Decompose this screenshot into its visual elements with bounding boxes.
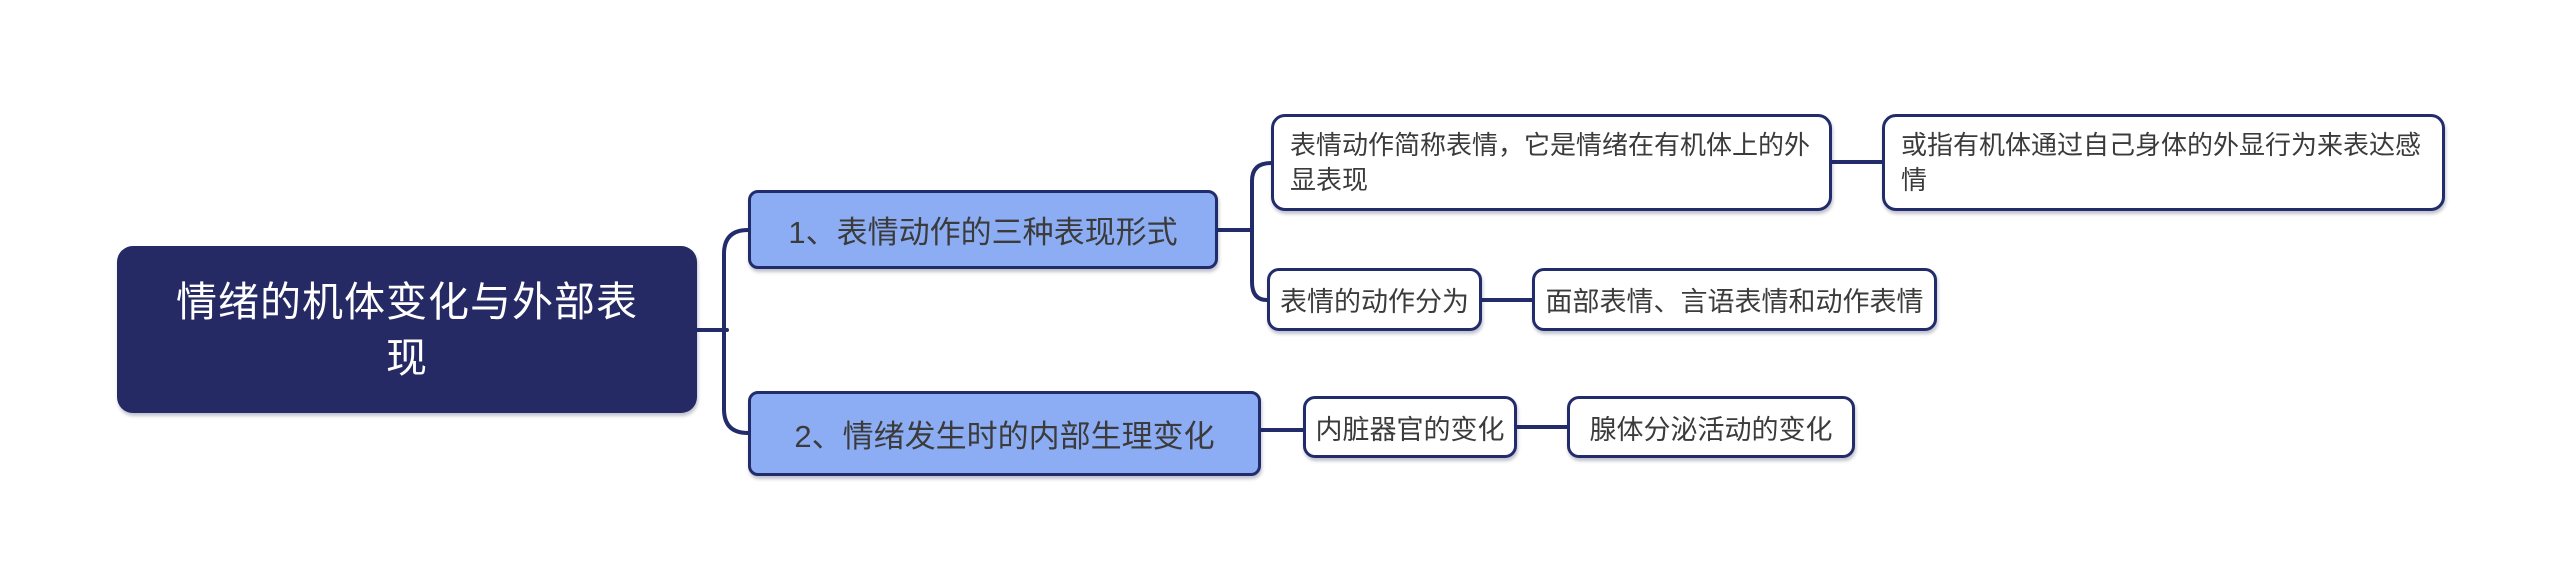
child-node-visceral-changes[interactable]: 内脏器官的变化: [1303, 396, 1517, 458]
branch-node-1[interactable]: 1、表情动作的三种表现形式: [748, 190, 1218, 269]
child-node-expression-definition[interactable]: 表情动作简称表情，它是情绪在有机体上的外显表现: [1271, 114, 1832, 211]
child-node-expression-types[interactable]: 表情的动作分为: [1267, 268, 1482, 331]
connector-root-bracket: [722, 228, 750, 435]
root-node[interactable]: 情绪的机体变化与外部表现: [117, 246, 697, 413]
child-node-gland-secretion-changes[interactable]: 腺体分泌活动的变化: [1567, 396, 1855, 458]
branch-node-2[interactable]: 2、情绪发生时的内部生理变化: [748, 391, 1261, 476]
connector-branch1-bracket: [1250, 161, 1273, 302]
child-node-expression-definition-alt[interactable]: 或指有机体通过自己身体的外显行为来表达感情: [1882, 114, 2445, 211]
child-node-expression-types-list[interactable]: 面部表情、言语表情和动作表情: [1532, 268, 1937, 331]
